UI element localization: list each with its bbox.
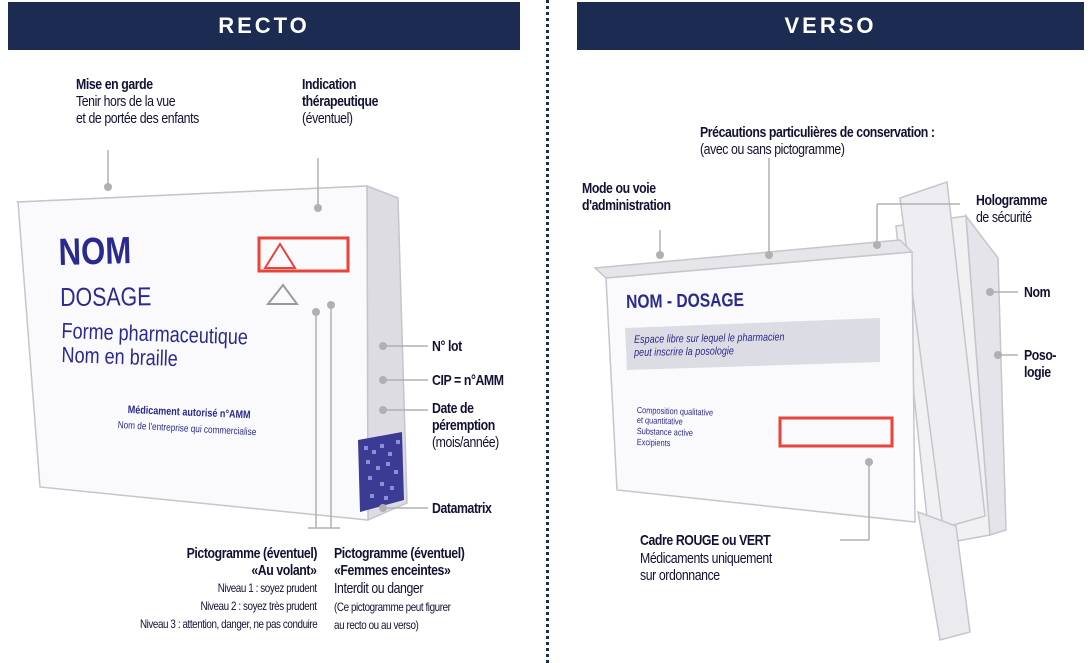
recto-box-dosage: DOSAGE: [60, 281, 152, 312]
verso-free-space-line2: peut inscrire la posologie: [634, 345, 734, 359]
expiry-line2: péremption: [432, 417, 495, 434]
conservation-line1: Précautions particulières de conservatio…: [700, 124, 935, 141]
datamatrix-label: Datamatrix: [432, 500, 492, 517]
recto-header: RECTO: [8, 2, 520, 50]
expiry-line1: Date de: [432, 400, 474, 417]
name-side-label: Nom: [1024, 284, 1051, 301]
picto-pregnant-line2: (Ce pictogramme peut figurer: [334, 600, 451, 614]
picto-pregnant-line3: au recto ou au verso): [334, 618, 419, 632]
verso-header-text: VERSO: [784, 13, 877, 38]
recto-callouts: [104, 150, 428, 529]
picto-driving-subtitle: «Au volant»: [251, 562, 318, 579]
verso-bottom-flap: [917, 510, 971, 641]
recto-red-frame: [257, 236, 350, 273]
verso-comp-line4: Excipients: [636, 437, 671, 449]
hologram-line2: de sécurité: [976, 209, 1032, 226]
picto-driving-level1: Niveau 1 : soyez prudent: [217, 581, 317, 595]
picto-pregnant-title: Pictogramme (éventuel): [334, 545, 465, 562]
datamatrix-icon: [358, 432, 404, 512]
driving-warning-icon: [263, 242, 297, 269]
hologram-line1: Hologramme: [976, 192, 1048, 209]
verso-comp-line3: Substance active: [636, 426, 694, 438]
recto-box: [15, 184, 408, 522]
verso-callouts: [656, 158, 1018, 541]
verso-red-frame: [778, 416, 894, 448]
conservation-line2: (avec ou sans pictogramme): [700, 141, 845, 158]
frame-line1: Cadre ROUGE ou VERT: [640, 532, 771, 549]
posology-line2: logie: [1024, 364, 1051, 381]
picto-driving-level2: Niveau 2 : soyez très prudent: [200, 599, 318, 613]
verso-header: VERSO: [577, 2, 1084, 50]
verso-flap-side: [965, 213, 1007, 536]
verso-comp-line2: et quantitative: [636, 415, 683, 427]
warning-title: Mise en garde: [76, 76, 153, 93]
indication-line1: Indication: [302, 76, 356, 93]
recto-box-name: NOM: [58, 230, 132, 274]
section-divider: [546, 0, 549, 663]
route-line2: d'administration: [582, 197, 671, 214]
warning-line2: et de portée des enfants: [76, 110, 199, 127]
picto-driving-title: Pictogramme (éventuel): [186, 545, 318, 562]
pregnancy-warning-icon: [265, 283, 299, 305]
lot-label: N° lot: [432, 338, 462, 355]
cip-label: CIP = n°AMM: [432, 372, 504, 389]
verso-box: [593, 180, 1007, 641]
frame-line3: sur ordonnance: [640, 567, 720, 584]
verso-box-title: NOM - DOSAGE: [626, 289, 745, 313]
route-line1: Mode ou voie: [582, 180, 656, 197]
warning-line1: Tenir hors de la vue: [76, 93, 176, 110]
indication-line2: thérapeutique: [302, 93, 379, 110]
verso-free-space: [625, 318, 880, 370]
verso-open-flap: [899, 180, 986, 529]
picto-pregnant-subtitle: «Femmes enceintes»: [334, 562, 451, 579]
verso-box-front: [605, 251, 916, 523]
expiry-line3: (mois/année): [432, 434, 499, 451]
picto-pregnant-line1: Interdit ou danger: [334, 580, 424, 597]
recto-box-braille: Nom en braille: [61, 342, 179, 372]
indication-line3: (éventuel): [302, 110, 353, 127]
posology-line1: Poso-: [1024, 347, 1057, 364]
picto-driving-level3: Niveau 3 : attention, danger, ne pas con…: [139, 617, 318, 631]
recto-header-text: RECTO: [218, 13, 310, 38]
frame-line2: Médicaments uniquement: [640, 550, 772, 567]
